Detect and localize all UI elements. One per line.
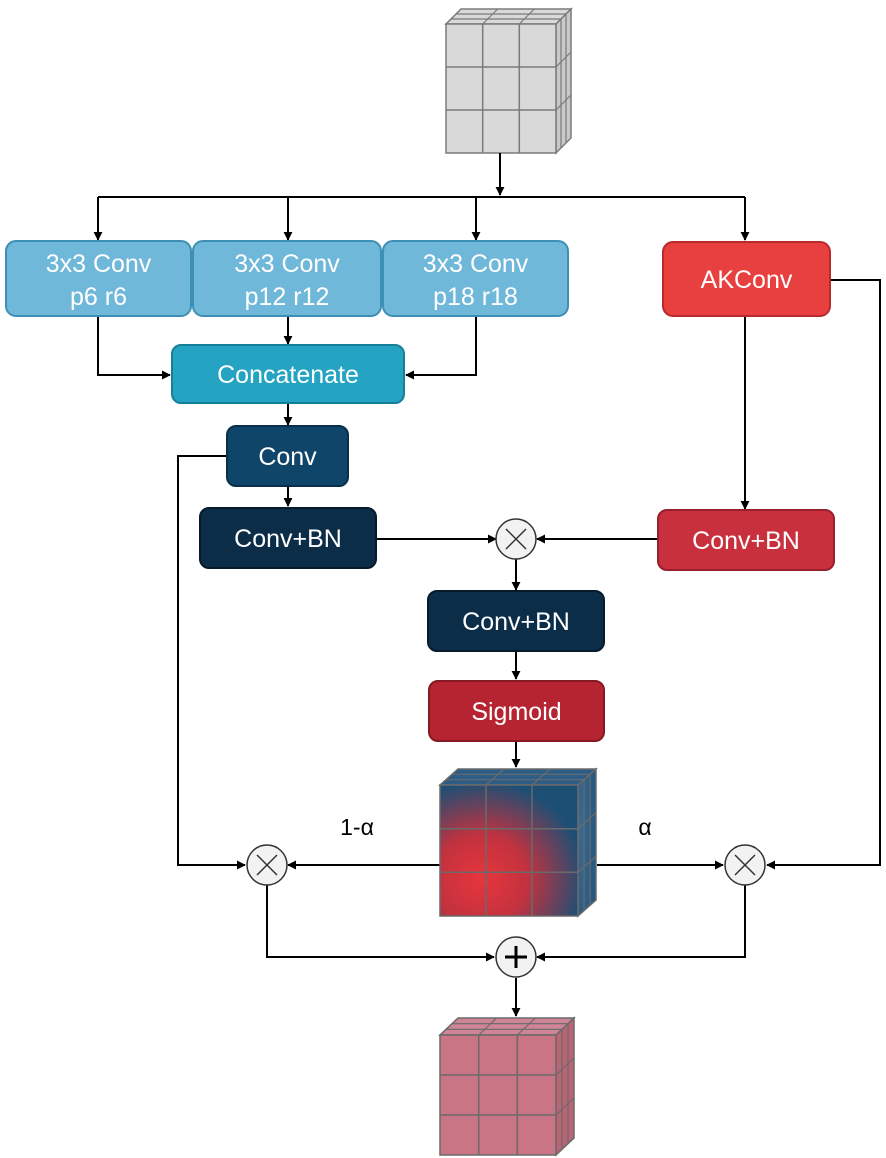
convbn-right-label: Conv+BN (692, 527, 800, 555)
plus-icon (495, 936, 537, 978)
conv-block-p12-line1: 3x3 Conv (234, 250, 340, 278)
weight-label-left: 1-α (340, 814, 374, 840)
multiply-icon (246, 844, 288, 886)
conv-block-p18: 3x3 Conv p18 r18 (382, 240, 569, 317)
conv-block: Conv (226, 425, 349, 487)
conv-block-p18-line2: p18 r18 (433, 283, 518, 311)
multiply-icon (724, 844, 766, 886)
convbn-block-middle: Conv+BN (427, 590, 605, 652)
connectors (93, 153, 881, 1017)
conv-block-p12: 3x3 Conv p12 r12 (192, 240, 382, 317)
conv-block-p18-line1: 3x3 Conv (423, 250, 529, 278)
convbn-block-right: Conv+BN (657, 509, 835, 571)
conv-block-p6: 3x3 Conv p6 r6 (5, 240, 192, 317)
concatenate-block: Concatenate (171, 344, 405, 404)
conv-label: Conv (258, 443, 317, 471)
output-feature-cube (438, 1016, 576, 1157)
convbn-block-left: Conv+BN (199, 507, 377, 569)
input-feature-cube (444, 7, 573, 155)
akconv-label: AKConv (701, 266, 793, 294)
akconv-block: AKConv (662, 241, 831, 317)
sigmoid-block: Sigmoid (428, 680, 605, 742)
conv-block-p6-line2: p6 r6 (70, 283, 127, 311)
weight-label-right: α (638, 814, 651, 840)
convbn-mid-label: Conv+BN (462, 608, 570, 636)
convbn-left-label: Conv+BN (234, 525, 342, 553)
concatenate-label: Concatenate (217, 361, 359, 389)
attention-weight-cube (438, 767, 598, 918)
multiply-icon (495, 518, 537, 560)
conv-block-p12-line2: p12 r12 (245, 283, 330, 311)
conv-block-p6-line1: 3x3 Conv (46, 250, 152, 278)
sigmoid-label: Sigmoid (471, 698, 561, 726)
